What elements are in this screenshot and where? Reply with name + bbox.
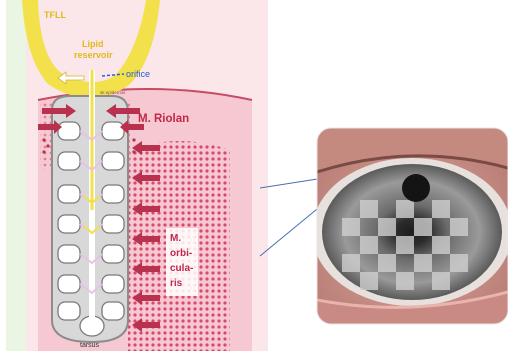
lipid-reservoir-label-line2: reservoir [74, 50, 113, 60]
tfll-label: TFLL [44, 10, 66, 20]
eye-photo [312, 128, 508, 324]
orbicularis-label-line2: orbi- [170, 248, 192, 259]
orbicularis-label-line3: cula- [170, 263, 193, 274]
riolan-label: M. Riolan [138, 113, 189, 125]
tarsus-label: tarsus [80, 342, 100, 349]
epidermis-label: sk epidermis [100, 90, 126, 95]
lipid-reservoir-label-line1: Lipid [82, 39, 104, 49]
orbicularis-label-line4: ris [170, 278, 183, 289]
orbicularis-label-line1: M. [170, 233, 181, 244]
orifice-label: orifice [126, 69, 150, 79]
conjunctiva-strip [6, 0, 26, 351]
